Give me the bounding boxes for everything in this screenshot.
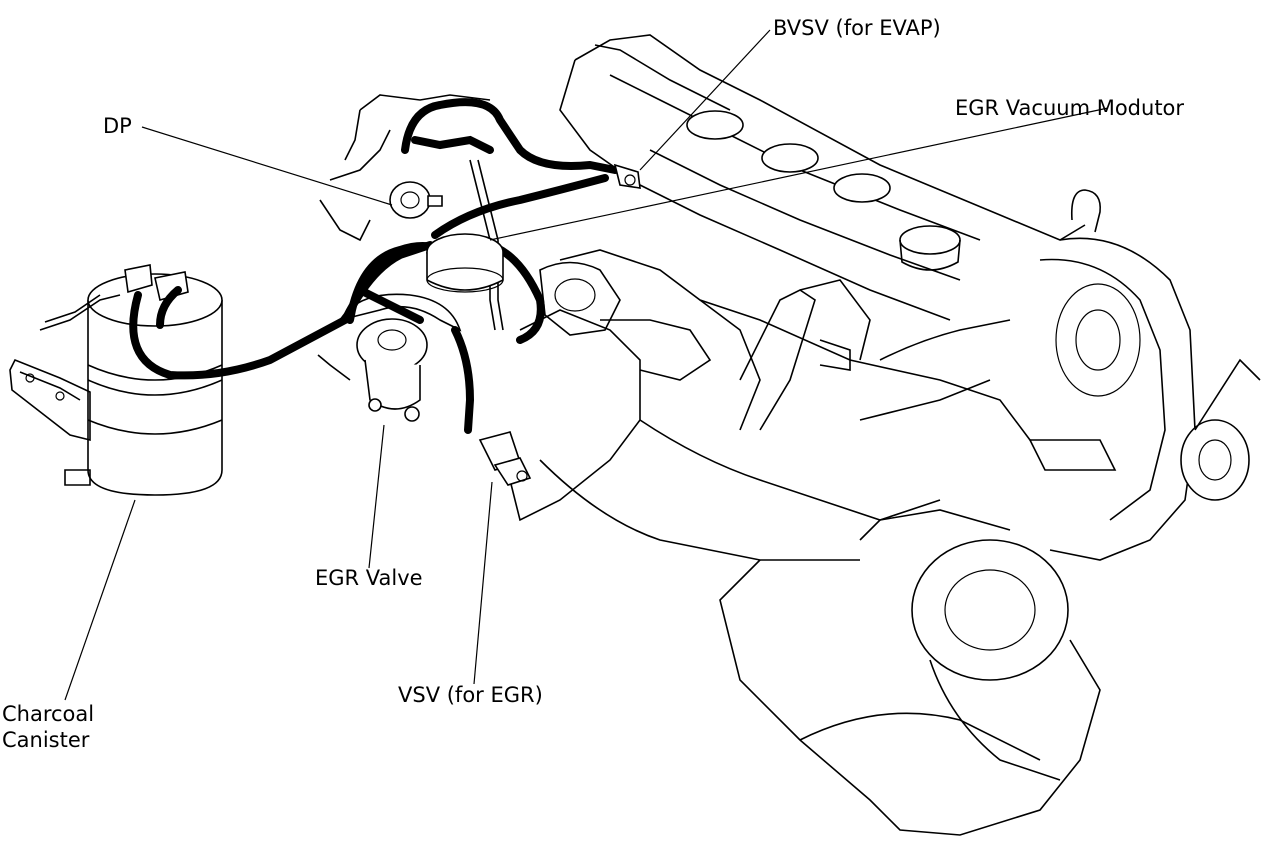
vsv-drawing (478, 431, 532, 486)
dashpot-drawing (389, 181, 443, 219)
label-charcoal-canister-line2: Canister (2, 728, 90, 752)
label-egr-vacuum-modulator: EGR Vacuum Modutor (955, 96, 1185, 120)
label-bvsv: BVSV (for EVAP) (773, 16, 941, 40)
charcoal-canister-drawing (9, 264, 223, 496)
egr-modulator-drawing (426, 233, 504, 293)
engine-block (319, 34, 1261, 836)
label-charcoal-canister-line1: Charcoal (2, 702, 95, 726)
label-vsv: VSV (for EGR) (398, 683, 543, 707)
label-egr-valve: EGR Valve (315, 566, 423, 590)
label-dp: DP (103, 114, 132, 138)
leader-lines (64, 29, 1109, 701)
bvsv-drawing (613, 163, 641, 189)
egr-valve-drawing (317, 293, 462, 422)
